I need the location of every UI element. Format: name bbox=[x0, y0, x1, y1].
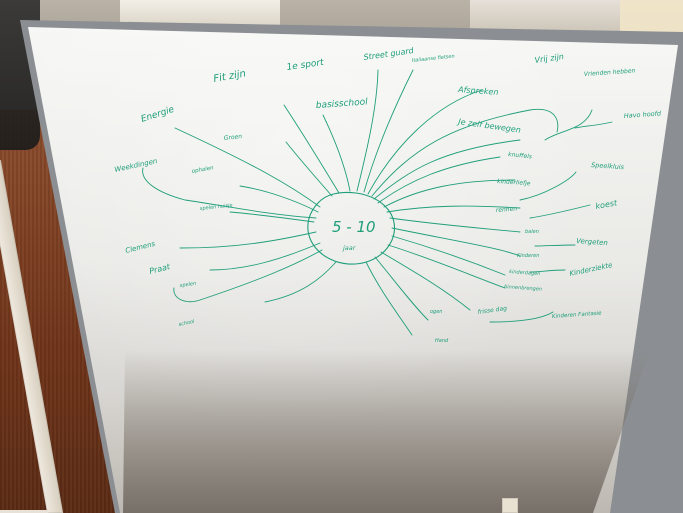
word-afspreken: Afspreken bbox=[457, 85, 499, 97]
branch-21 bbox=[229, 211, 315, 223]
word-vrienden-hebben: Vrienden hebben bbox=[584, 67, 636, 78]
word-clemens: Clemens bbox=[125, 240, 157, 255]
word-school: school bbox=[178, 319, 196, 328]
branch-2 bbox=[285, 141, 333, 197]
center-label: 5 - 10 bbox=[332, 218, 376, 236]
word-basisschool: basisschool bbox=[316, 97, 369, 111]
branch-1 bbox=[283, 104, 340, 194]
branch-8 bbox=[373, 139, 521, 200]
branch-11 bbox=[386, 205, 521, 213]
word-ogen: ogen bbox=[430, 309, 442, 315]
branch-25 bbox=[173, 249, 323, 303]
branch-19 bbox=[209, 242, 321, 271]
branch-18 bbox=[365, 261, 413, 336]
branch-30 bbox=[529, 204, 591, 219]
branch-22 bbox=[239, 185, 319, 213]
branch-13 bbox=[391, 227, 521, 257]
branch-29 bbox=[574, 121, 613, 129]
branch-23 bbox=[174, 127, 321, 208]
word-kinderen: Kinderen bbox=[517, 253, 539, 259]
branch-28 bbox=[544, 109, 593, 141]
word-kinderliefje: kinderliefje bbox=[497, 178, 531, 187]
word-balen: balen bbox=[525, 229, 539, 235]
branch-31 bbox=[534, 244, 576, 247]
branch-15 bbox=[387, 244, 506, 289]
word-rennen: rennen bbox=[496, 206, 518, 214]
word-vergeten: Vergeten bbox=[576, 237, 608, 247]
word-groen: Groen bbox=[223, 133, 242, 142]
word-koest: koest bbox=[595, 198, 619, 211]
branch-4 bbox=[356, 69, 379, 192]
branch-14 bbox=[391, 235, 506, 276]
branch-32 bbox=[529, 269, 566, 273]
branch-17 bbox=[374, 256, 429, 321]
branch-9 bbox=[377, 156, 501, 204]
word-ophalen: ophalen bbox=[191, 165, 214, 175]
word-frisse-dag: frisse dag bbox=[477, 305, 507, 316]
branch-33 bbox=[489, 311, 554, 323]
word-kinderziekte: Kinderziekte bbox=[569, 261, 613, 278]
whiteboard-foot bbox=[502, 498, 518, 513]
word-knuffels: knuffels bbox=[508, 151, 533, 160]
word-kinderen-fantasie: Kinderen Fantasie bbox=[552, 310, 603, 319]
word-spelen: spelen bbox=[179, 281, 196, 289]
word-italiaanse-fietsen: Italiaanse fietsen bbox=[412, 54, 455, 64]
word-spelen-huisje: spelen huisje bbox=[200, 203, 233, 212]
branch-24 bbox=[142, 167, 317, 219]
stand-foot bbox=[0, 510, 48, 513]
word-speelkluis: Speelkluis bbox=[591, 161, 625, 171]
word-street-guard: Street guard bbox=[363, 46, 415, 62]
branch-20 bbox=[179, 231, 317, 249]
word-vrij-zijn: Vrij zijn bbox=[534, 52, 564, 65]
branch-26 bbox=[264, 261, 337, 303]
word-fit-zijn: Fit zijn bbox=[213, 68, 247, 85]
branch-12 bbox=[389, 217, 521, 233]
branch-16 bbox=[380, 251, 471, 311]
adjacent-board-stand bbox=[0, 160, 70, 513]
branch-7 bbox=[371, 108, 559, 197]
word-1e-sport: 1e sport bbox=[286, 58, 325, 73]
branch-6 bbox=[367, 89, 483, 195]
word-praat: Praat bbox=[148, 262, 171, 276]
word-binnenbrengen: binnenbrengen bbox=[504, 284, 542, 293]
word-havo-hoofd: Havo hoofd bbox=[624, 109, 663, 120]
word-hand: Hand bbox=[435, 338, 449, 344]
word-kinderdagen: kinderdagen bbox=[509, 269, 541, 277]
word-weekdingen: Weekdingen bbox=[114, 157, 158, 174]
center-sublabel: jaar bbox=[342, 244, 357, 252]
branch-5 bbox=[363, 69, 414, 193]
branch-3 bbox=[322, 114, 351, 192]
branch-27 bbox=[519, 171, 577, 201]
center-bubble bbox=[307, 191, 395, 265]
word-energie: Energie bbox=[140, 105, 176, 125]
branch-10 bbox=[383, 179, 516, 208]
